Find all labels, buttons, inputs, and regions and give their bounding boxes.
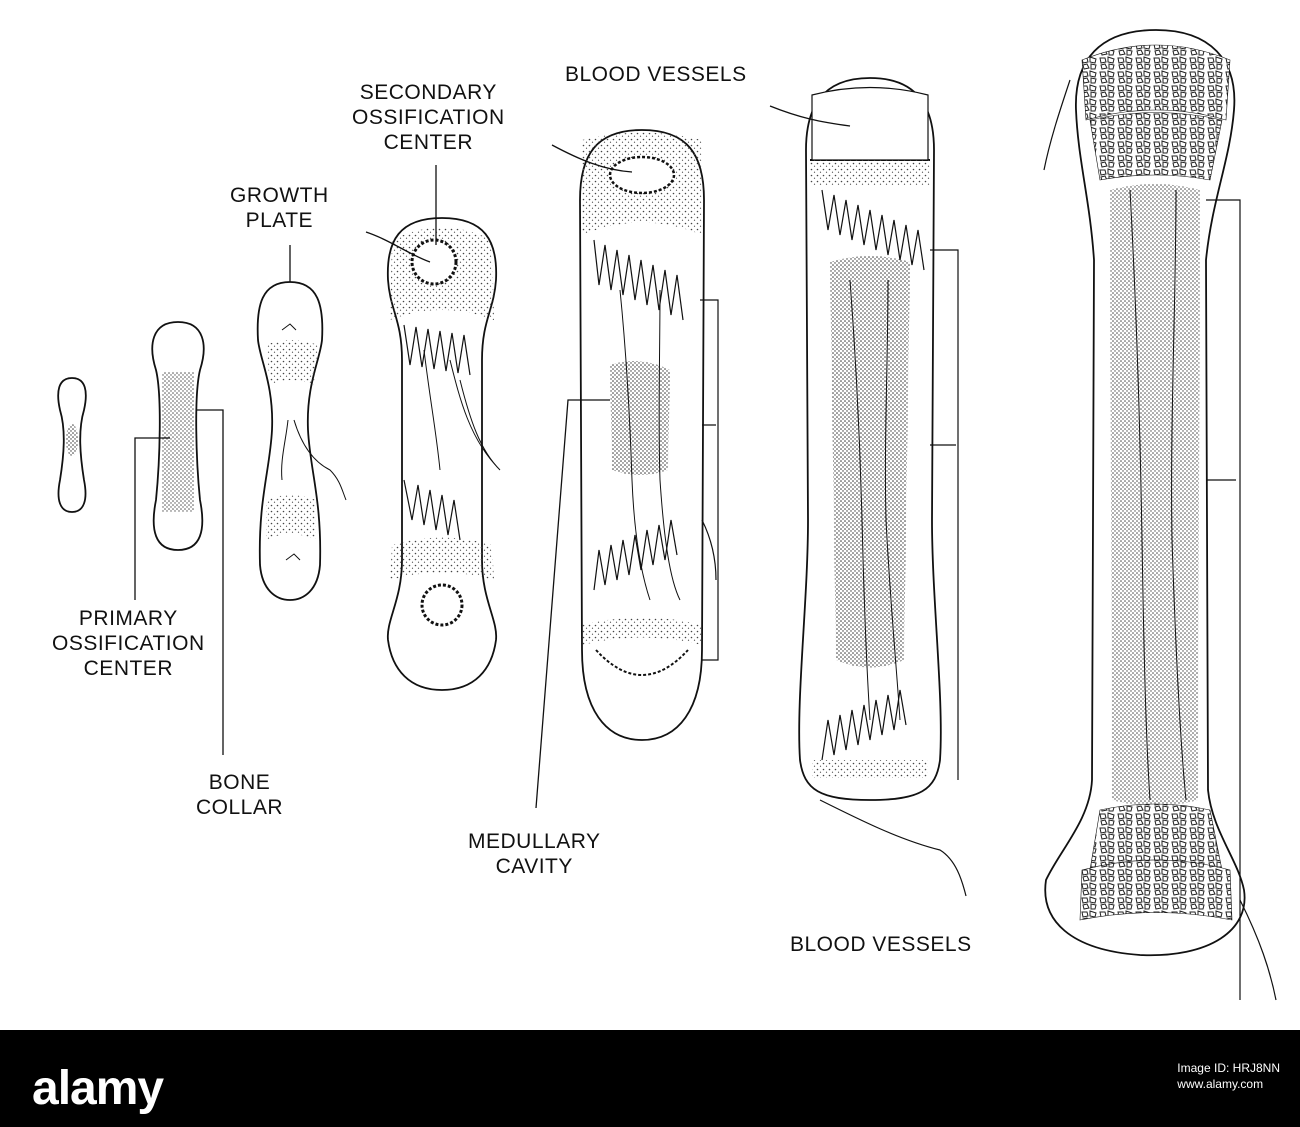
leader-secondary-2	[365, 231, 431, 263]
label-medullary-cavity: MEDULLARY CAVITY	[468, 829, 601, 879]
label-growth-plate: GROWTH PLATE	[230, 183, 329, 233]
label-line: CAVITY	[495, 855, 573, 878]
bone-stage-7	[1043, 29, 1277, 1001]
bone-stage-6	[798, 77, 967, 897]
label-line: BONE	[208, 771, 271, 794]
leader-primary	[134, 437, 170, 600]
watermark-info: Image ID: HRJ8NN www.alamy.com	[1177, 1060, 1280, 1092]
label-primary-ossification-center: PRIMARY OSSIFICATION CENTER	[52, 606, 205, 681]
leader-blood-vessels-top	[769, 105, 851, 127]
label-line: OSSIFICATION	[52, 632, 205, 655]
bone-stage-1	[57, 377, 87, 513]
bone-stage-2	[151, 321, 205, 551]
watermark-footer	[0, 1030, 1300, 1127]
label-text: BLOOD VESSELS	[565, 63, 747, 86]
bone-stage-4	[386, 217, 501, 691]
label-line: CENTER	[83, 657, 173, 680]
label-blood-vessels-top: BLOOD VESSELS	[565, 62, 747, 87]
label-line: CENTER	[383, 131, 473, 154]
alamy-logo: alamy	[32, 1062, 164, 1115]
label-blood-vessels-bottom: BLOOD VESSELS	[790, 932, 972, 957]
label-line: GROWTH	[230, 184, 329, 207]
leader-lines	[134, 105, 851, 809]
site-url-text: www.alamy.com	[1177, 1077, 1264, 1091]
label-text: BLOOD VESSELS	[790, 933, 972, 956]
bone-stage-3	[256, 281, 347, 601]
bone-stage-5	[579, 129, 719, 741]
image-id-text: Image ID: HRJ8NN	[1177, 1061, 1280, 1075]
label-line: OSSIFICATION	[352, 106, 505, 129]
label-secondary-ossification-center: SECONDARY OSSIFICATION CENTER	[352, 80, 505, 155]
leader-blood-vessels-sec	[551, 144, 633, 173]
label-line: PRIMARY	[78, 607, 178, 630]
label-line: MEDULLARY	[468, 830, 601, 853]
label-bone-collar: BONE COLLAR	[196, 770, 283, 820]
leader-bone-collar	[196, 409, 224, 755]
label-line: PLATE	[245, 209, 314, 232]
leader-medullary	[535, 399, 610, 809]
label-line: SECONDARY	[359, 81, 497, 104]
label-line: COLLAR	[196, 796, 284, 819]
